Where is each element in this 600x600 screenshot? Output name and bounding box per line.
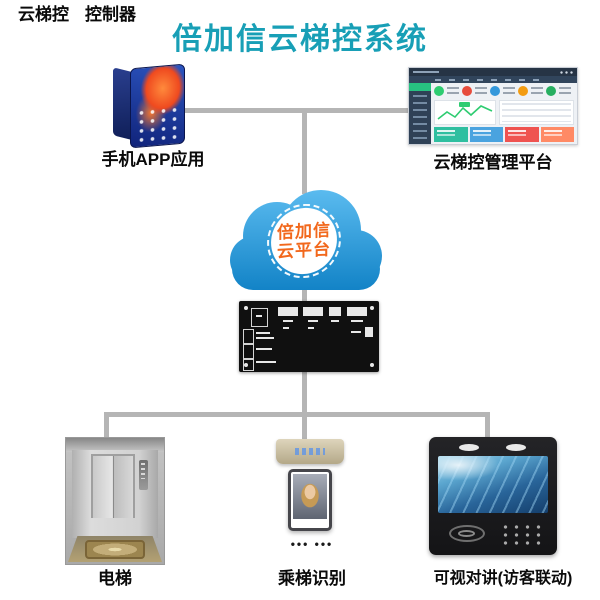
dashboard-card [505, 126, 539, 142]
intercom-label: 可视对讲(访客联动) [433, 570, 573, 587]
board-print [283, 320, 293, 322]
board-print [256, 361, 276, 363]
recognition-screen-device [288, 469, 332, 531]
platform-dashboard-illustration [408, 67, 578, 145]
page-title: 倍加信云梯控系统 [172, 23, 428, 56]
stat-text-lines [475, 87, 487, 96]
cloud-seal-line2: 云平台 [277, 239, 331, 262]
board-terminal [243, 329, 254, 344]
dashboard-navbar [409, 76, 577, 83]
board-terminal [243, 344, 254, 359]
controller-label-word2: 控制器 [85, 5, 136, 24]
stat-circle [434, 86, 444, 97]
stat-text-lines [503, 87, 515, 96]
stat-circle [546, 86, 556, 97]
board-print [351, 320, 363, 322]
stat-circle [462, 86, 472, 97]
board-print [351, 331, 361, 333]
elevator-label: 电梯 [98, 569, 132, 588]
connector-controller-to-branch [302, 370, 307, 417]
dashboard-content [431, 83, 577, 144]
phone-illustration [112, 63, 186, 149]
dashboard-stats-row [434, 85, 574, 98]
board-print [283, 327, 289, 329]
dashboard-sidebar [409, 83, 431, 144]
board-print [256, 315, 262, 317]
recognition-face-display [293, 474, 327, 519]
dashboard-card [469, 126, 503, 142]
connector-cloud-to-controller [302, 282, 307, 304]
phone-app-icons [136, 105, 179, 143]
intercom-illustration [429, 437, 557, 555]
stat-text-lines [447, 87, 459, 96]
dashboard-card [540, 126, 574, 142]
phone-screen [130, 63, 185, 149]
board-print [256, 348, 272, 350]
stat-circle [518, 86, 528, 97]
intercom-card-reader [449, 525, 485, 542]
board-terminal [243, 359, 254, 371]
dashboard-topbar [409, 68, 577, 76]
cloud-illustration: 倍加信 云平台 [225, 188, 385, 292]
connector-drop-elevator [104, 412, 109, 439]
dashboard-card [434, 126, 468, 142]
elevator-illustration [65, 437, 165, 565]
board-connector [365, 327, 373, 337]
controller-label-word1: 云梯控 [18, 5, 69, 24]
stat-circle [490, 86, 500, 97]
elevator-doors [91, 454, 135, 518]
dashboard-cards-row [434, 126, 574, 142]
elevator-ceiling [66, 438, 164, 452]
elevator-carpet [84, 540, 146, 559]
screw-hole [244, 306, 248, 310]
board-print [308, 320, 318, 322]
screw-hole [244, 363, 248, 367]
board-module [251, 308, 268, 327]
connector-drop-intercom [485, 412, 490, 439]
elevator-floor [68, 536, 162, 562]
intercom-keypad [498, 521, 544, 548]
controller-board-illustration [239, 301, 379, 372]
recognition-ellipsis: ••• ••• [290, 537, 334, 551]
recognition-label: 乘梯识别 [278, 569, 346, 588]
board-connector [329, 307, 341, 316]
intercom-screen [438, 456, 548, 513]
stat-text-lines [531, 87, 543, 96]
recognition-reader-device [276, 439, 344, 464]
intercom-speaker-slot [459, 444, 479, 451]
stat-text-lines [559, 87, 571, 96]
board-print [256, 332, 270, 334]
board-connector [347, 307, 367, 316]
screw-hole [370, 363, 374, 367]
elevator-control-panel [139, 460, 148, 490]
screw-hole [370, 306, 374, 310]
board-print [308, 327, 314, 329]
board-connector [303, 307, 323, 316]
dashboard-table [499, 99, 574, 125]
connector-drop-recognition [302, 412, 307, 442]
controller-label: 云梯控 控制器 [0, 0, 154, 25]
phone-label: 手机APP应用 [101, 150, 205, 169]
connector-top-to-cloud [302, 108, 307, 194]
connector-branch-horizontal [104, 412, 490, 417]
connector-phone-platform [178, 108, 410, 113]
board-print [331, 320, 339, 322]
intercom-speaker-slot [506, 444, 526, 451]
recognition-screen-frame [291, 472, 329, 528]
dashboard-line-chart [434, 99, 496, 125]
board-connector [278, 307, 298, 316]
board-print [256, 337, 274, 339]
platform-label: 云梯控管理平台 [433, 153, 553, 172]
